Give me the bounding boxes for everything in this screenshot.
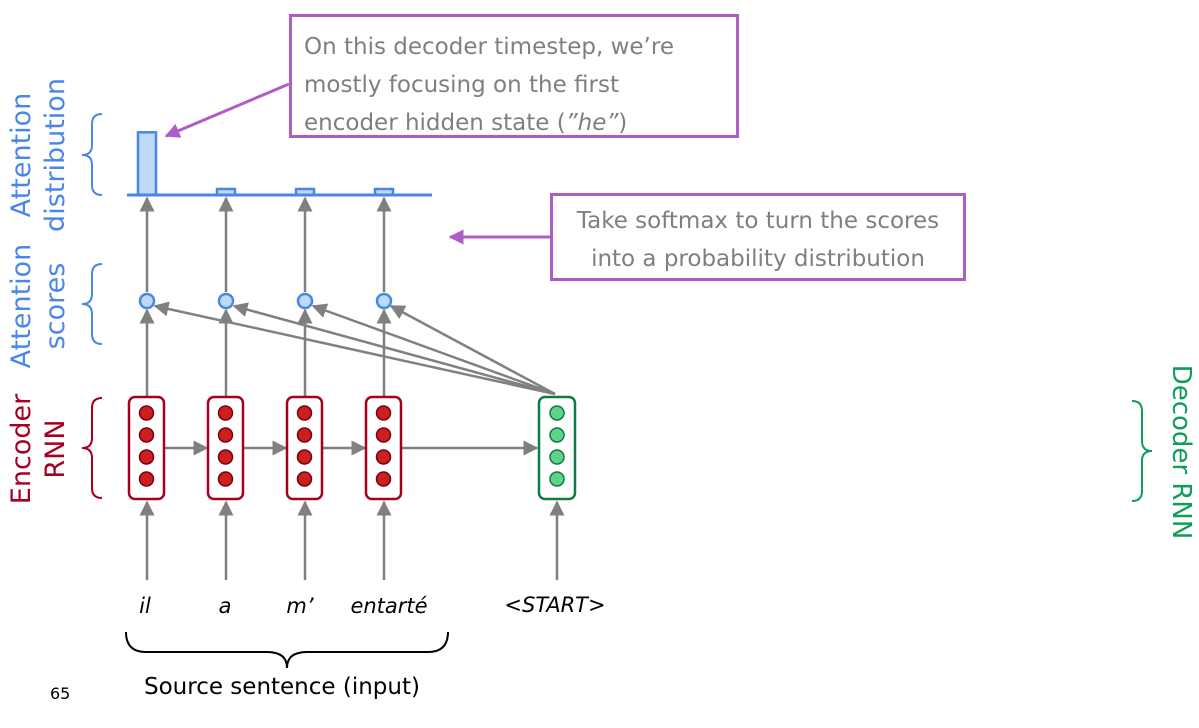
encoder-cells	[127, 395, 403, 501]
svg-text:Attention: Attention	[6, 244, 37, 369]
callout-softmax: Take softmax to turn the scores into a p…	[550, 193, 966, 281]
source-sentence-caption: Source sentence (input)	[144, 674, 420, 700]
decoder-rnn-label: Decoder RNN	[1166, 365, 1196, 540]
source-word-2: a	[219, 594, 232, 618]
svg-text:Attention: Attention	[6, 93, 37, 218]
attention-score-3	[296, 292, 314, 310]
slide-number: 65	[50, 684, 71, 703]
attention-score-2	[217, 292, 235, 310]
svg-text:RNN: RNN	[40, 419, 71, 478]
callout-focus-line-1: On this decoder timestep, we’re	[304, 34, 674, 60]
svg-text:Encoder: Encoder	[6, 393, 37, 504]
attention-score-4	[375, 292, 393, 310]
attention-distribution-label: Attention distribution	[6, 78, 71, 232]
encoder-cell-1	[127, 395, 166, 501]
attention-scores	[138, 292, 393, 310]
input-arrows	[139, 500, 565, 580]
source-sentence-brace	[125, 631, 449, 669]
encoder-cell-4	[364, 395, 403, 501]
encoder-to-score-arrows	[139, 308, 392, 396]
svg-text:distribution: distribution	[40, 78, 71, 232]
callout-focus-arrow	[164, 82, 290, 138]
attention-distribution-bar-1	[136, 131, 158, 197]
callout-softmax-line-2: into a probability distribution	[591, 246, 925, 272]
decoder-to-score-arrows	[153, 301, 556, 396]
encoder-rnn-brace	[81, 397, 103, 499]
callout-focus: On this decoder timestep, we’re mostly f…	[289, 14, 739, 138]
encoder-cell-3	[285, 395, 324, 501]
source-word-3: m’	[286, 594, 313, 618]
callout-focus-line-3: encoder hidden state (”he”)	[304, 110, 628, 136]
source-word-4: entarté	[350, 594, 427, 618]
attention-scores-label: Attention scores	[6, 244, 71, 369]
decoder-rnn-brace	[1131, 400, 1153, 502]
decoder-start-token: <START>	[504, 593, 605, 617]
source-words: il a m’ entarté	[139, 594, 427, 618]
decoder-cell	[537, 395, 577, 501]
score-to-distribution-arrows	[139, 196, 392, 292]
encoder-cell-2	[206, 395, 245, 501]
attention-distribution-brace	[81, 113, 103, 196]
encoder-rnn-label: Encoder RNN	[6, 393, 71, 504]
svg-text:scores: scores	[40, 263, 71, 350]
attention-scores-brace	[81, 263, 103, 345]
callout-focus-line-2: mostly focusing on the first	[304, 72, 620, 98]
source-word-1: il	[139, 594, 151, 618]
attention-score-1	[138, 292, 156, 310]
callout-softmax-line-1: Take softmax to turn the scores	[576, 208, 940, 234]
